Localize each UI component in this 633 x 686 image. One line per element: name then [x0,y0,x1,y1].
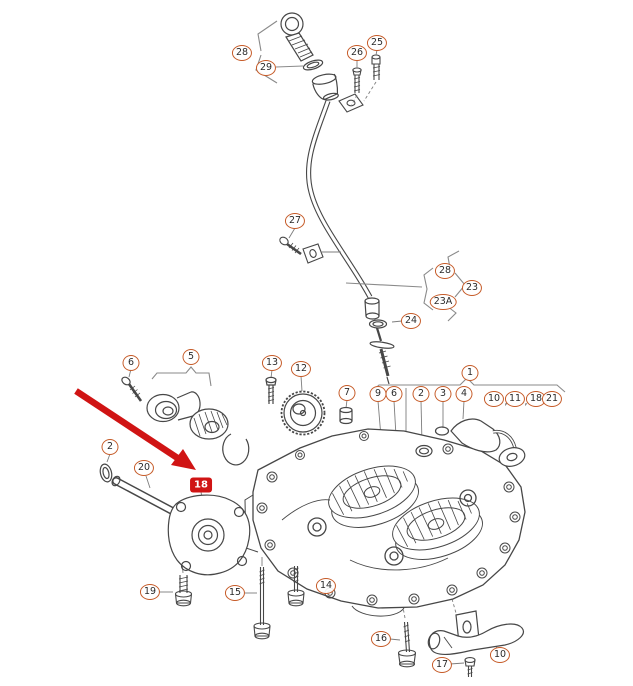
part-18-highlight-badge[interactable]: 18 [190,477,212,493]
bottom-bolts-drawing [174,566,476,677]
callout-23a-tube[interactable]: 23A [429,294,457,310]
callout-20-shaft[interactable]: 20 [133,460,155,476]
comma-separator: , [504,396,508,408]
suction-pipe-drawing [427,610,524,655]
callout-26-screw[interactable]: 26 [346,45,368,61]
callout-9[interactable]: 9 [369,386,387,402]
callout-15-bolt[interactable]: 15 [224,585,246,601]
sprocket-group-drawing [121,376,353,466]
oil-pump-housing-drawing [244,428,526,617]
callout-2-seal-housing[interactable]: 2 [412,386,430,402]
callout-6-bolt[interactable]: 6 [122,355,140,371]
comma-separator: , [524,396,528,408]
callout-3[interactable]: 3 [434,386,452,402]
callout-10-suction-pipe[interactable]: 10 [489,647,511,663]
callout-5-sprocket-group[interactable]: 5 [182,349,200,365]
callout-14-bolt[interactable]: 14 [315,578,337,594]
callout-24-seal[interactable]: 24 [400,313,422,329]
callout-18-group[interactable]: 18 [525,391,547,407]
callout-27-screw[interactable]: 27 [284,213,306,229]
callout-6-housing[interactable]: 6 [385,386,403,402]
bracket-screw-drawing [279,236,341,264]
callout-28-dipstick[interactable]: 28 [231,45,253,61]
callout-17-bolt[interactable]: 17 [431,657,453,673]
callout-13-bolt[interactable]: 13 [261,355,283,371]
callout-19-bolt[interactable]: 19 [139,584,161,600]
callout-25-valve[interactable]: 25 [366,35,388,51]
dipstick-fasteners-drawing [338,54,381,113]
callout-23-tube-assembly[interactable]: 23 [461,280,483,296]
dipstick-drawing [280,12,395,385]
highlight-arrow-icon [74,388,196,470]
callout-1-assembly[interactable]: 1 [461,365,479,381]
callout-12-gear[interactable]: 12 [290,361,312,377]
callout-2-oring[interactable]: 2 [101,439,119,455]
callout-16-bolt[interactable]: 16 [370,631,392,647]
oil-pump-drawing [99,463,251,576]
callout-11-group[interactable]: 11 [504,391,526,407]
callout-21-group[interactable]: 21 [541,391,563,407]
callout-4-outlet[interactable]: 4 [455,386,473,402]
callout-10-group[interactable]: 10 [483,391,505,407]
oil-outlet-pipe-drawing [415,418,526,467]
callout-7-dowel[interactable]: 7 [338,385,356,401]
callout-28-tube-group[interactable]: 28 [434,263,456,279]
callout-29-seal[interactable]: 29 [255,60,277,76]
